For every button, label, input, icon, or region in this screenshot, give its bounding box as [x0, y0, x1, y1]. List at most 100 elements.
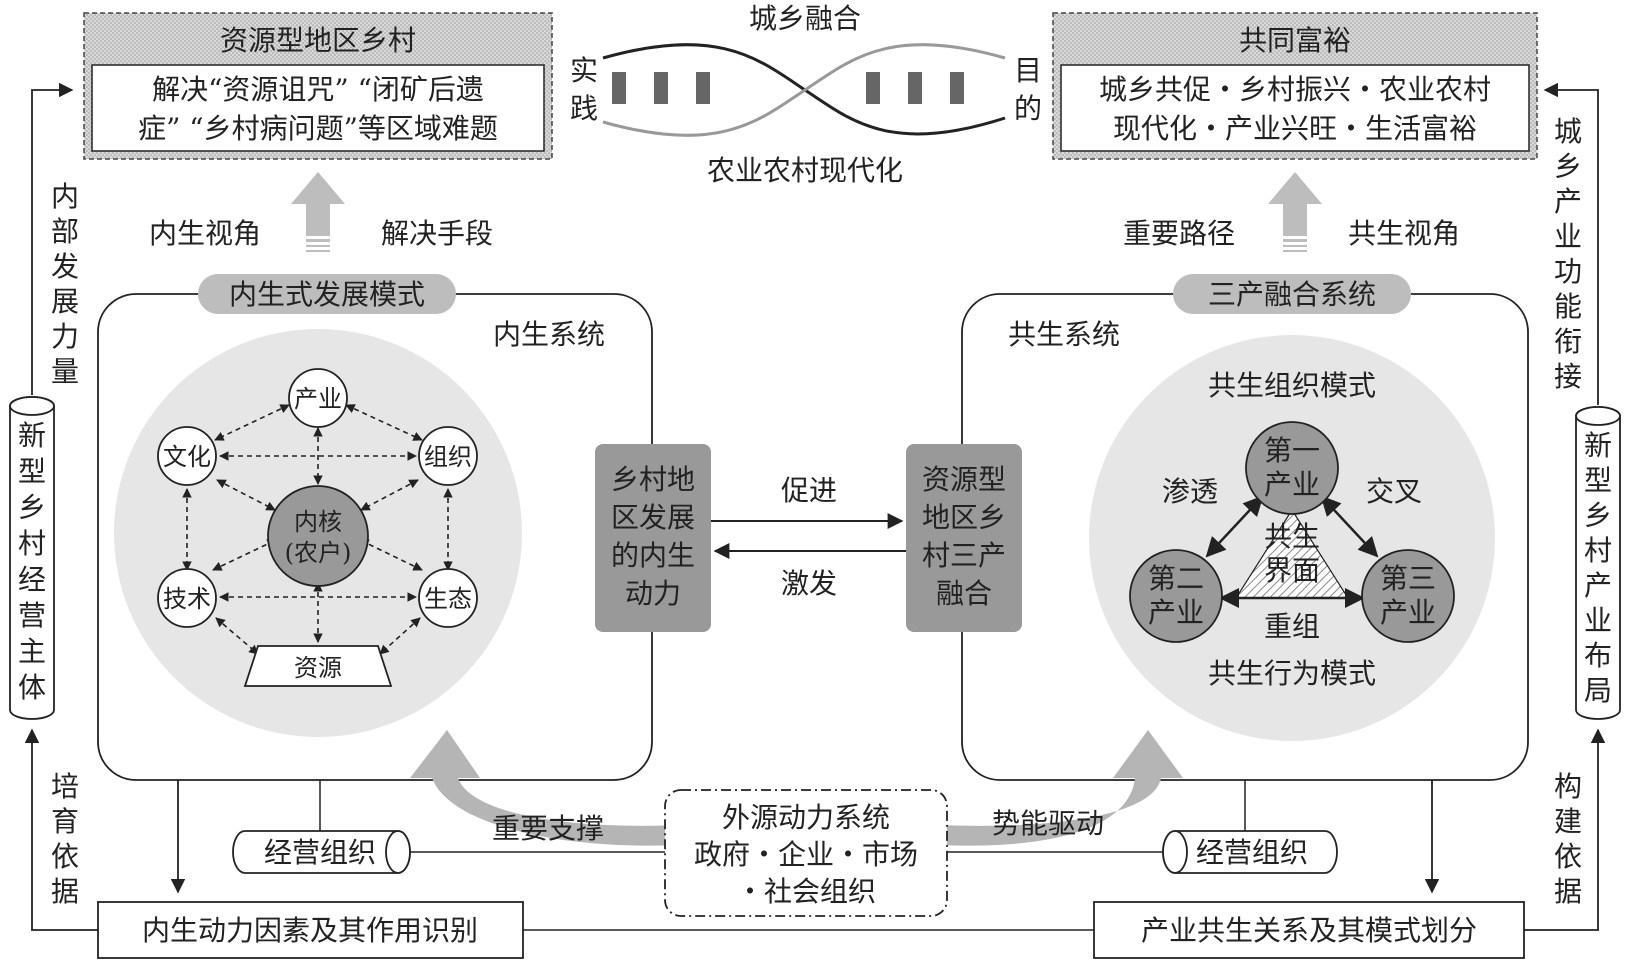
svg-text:力: 力	[51, 320, 79, 353]
center-right-line-3: 村三产	[922, 539, 1006, 572]
node-core	[267, 485, 369, 587]
helix-rung	[696, 72, 710, 104]
center-right-line-1: 资源型	[922, 463, 1006, 496]
node-organization	[418, 426, 478, 486]
node-core-label-1: 内核	[294, 508, 342, 536]
svg-text:城: 城	[1554, 115, 1582, 148]
permeate-label: 渗透	[1162, 475, 1218, 508]
bottom-left-label: 内生动力因素及其作用识别	[142, 914, 478, 947]
helix-right-label-2: 的	[1014, 92, 1042, 125]
top-right-body-line-1: 城乡共促・乡村振兴・农业农村	[1099, 73, 1491, 106]
helix-rung	[908, 72, 922, 104]
node-culture	[157, 426, 217, 486]
right-vertical-cylinder	[1575, 406, 1621, 720]
right-arrow-left-label: 重要路径	[1123, 217, 1235, 250]
third-industry-label-1: 第三	[1380, 562, 1436, 595]
right-loop-top-arrow	[1543, 82, 1599, 405]
svg-text:培: 培	[51, 770, 79, 803]
top-left-body-line-1: 解决“资源诅咒” “闭矿后遗	[152, 73, 484, 106]
svg-text:乡: 乡	[1554, 150, 1582, 183]
svg-text:依: 依	[51, 840, 79, 873]
svg-text:发: 发	[51, 250, 79, 283]
support-label: 重要支撑	[492, 812, 604, 845]
endogenous-title: 内生系统	[493, 318, 605, 351]
left-org-label: 经营组织	[264, 836, 376, 869]
left-arrow-left-label: 内生视角	[149, 217, 261, 250]
right-cylinder-char: 乡	[1584, 499, 1612, 532]
right-cylinder-char: 型	[1584, 464, 1612, 497]
right-cylinder-char: 新	[1584, 429, 1612, 462]
left-cylinder-char: 体	[18, 671, 46, 704]
right-lower-side-label: 构 建 依 据	[1554, 770, 1582, 908]
center-left-box: 乡村地 区发展 的内生 动力	[595, 444, 711, 632]
right-upper-side-label: 城 乡 产 业 功 能 衔 接	[1554, 115, 1582, 393]
symbiotic-pill: 三产融合系统	[1208, 278, 1376, 311]
node-second-industry	[1129, 549, 1223, 643]
left-cylinder-char: 村	[18, 527, 46, 560]
center-left-line-4: 动力	[625, 577, 681, 610]
left-cylinder-char: 经	[18, 563, 46, 596]
center-right-line-4: 融合	[936, 577, 992, 610]
drive-curved-arrow	[940, 730, 1183, 846]
helix-rung	[612, 72, 626, 104]
svg-text:量: 量	[51, 355, 79, 388]
second-industry-label-2: 产业	[1148, 596, 1204, 629]
behavior-mode-label: 共生行为模式	[1208, 657, 1376, 690]
bottom-left-box: 内生动力因素及其作用识别	[97, 901, 524, 959]
node-third-industry	[1361, 549, 1455, 643]
svg-text:功: 功	[1554, 255, 1582, 288]
left-lower-side-label: 培 育 依 据	[51, 770, 79, 908]
left-arrow-right-label: 解决手段	[381, 217, 493, 250]
external-line-3: ・社会组织	[736, 875, 876, 908]
promote-label: 促进	[781, 474, 837, 507]
node-technology-label: 技术	[163, 585, 211, 613]
top-right-box: 共同富裕 城乡共促・乡村振兴・农业农村 现代化・产业兴旺・生活富裕	[1052, 12, 1538, 160]
link-first-second	[1205, 495, 1264, 558]
left-cylinder-char: 营	[18, 599, 46, 632]
external-line-2: 政府・企业・市场	[694, 838, 918, 871]
center-left-line-1: 乡村地	[611, 463, 695, 496]
right-cylinder-char: 产	[1584, 569, 1612, 602]
svg-text:建: 建	[1554, 805, 1582, 838]
left-cylinder-char: 乡	[18, 491, 46, 524]
interface-label-1: 共生	[1264, 520, 1320, 553]
node-technology	[157, 568, 217, 628]
svg-text:能: 能	[1554, 290, 1582, 323]
right-cylinder-char: 布	[1584, 639, 1612, 672]
external-line-1: 外源动力系统	[722, 801, 890, 834]
svg-text:构: 构	[1554, 770, 1582, 803]
right-org-label: 经营组织	[1196, 836, 1308, 869]
helix: 城乡融合 农业农村现代化 实 践 目 的	[570, 2, 1042, 187]
top-left-header: 资源型地区乡村	[220, 24, 416, 57]
top-left-body-line-2: 症” “乡村病问题”等区域难题	[138, 112, 498, 145]
endogenous-pill: 内生式发展模式	[229, 278, 425, 311]
right-org-cylinder: 经营组织	[1162, 830, 1338, 874]
helix-rung	[866, 72, 880, 104]
first-industry-label-1: 第一	[1264, 434, 1320, 467]
right-loop-up-arrow	[1524, 728, 1606, 931]
node-first-industry	[1245, 421, 1339, 515]
interface-label-2: 界面	[1264, 554, 1320, 587]
third-industry-label-2: 产业	[1380, 596, 1436, 629]
link-first-third	[1320, 495, 1379, 558]
left-cylinder-char: 型	[18, 455, 46, 488]
first-industry-label-2: 产业	[1264, 468, 1320, 501]
node-resource	[243, 645, 393, 687]
symbiotic-system: 三产融合系统 共生系统 共生组织模式 共生行为模式 共生 界面 第一 产业 第二…	[961, 274, 1529, 781]
helix-bottom-label: 农业农村现代化	[707, 154, 903, 187]
center-right-line-2: 地区乡	[922, 501, 1006, 534]
svg-text:业: 业	[1554, 220, 1582, 253]
center-left-line-2: 区发展	[611, 501, 695, 534]
left-vertical-cylinder	[9, 396, 55, 720]
stimulate-label: 激发	[781, 567, 837, 600]
node-resource-label: 资源	[294, 654, 342, 682]
node-industry	[288, 368, 348, 428]
helix-strand-light	[602, 43, 1006, 137]
svg-text:依: 依	[1554, 840, 1582, 873]
svg-text:据: 据	[51, 875, 79, 908]
left-upper-side-label: 内 部 发 展 力 量	[51, 180, 79, 388]
center-right-box: 资源型 地区乡 村三产 融合	[906, 444, 1022, 632]
helix-top-label: 城乡融合	[749, 2, 861, 35]
svg-text:内: 内	[51, 180, 79, 213]
svg-text:据: 据	[1554, 875, 1582, 908]
